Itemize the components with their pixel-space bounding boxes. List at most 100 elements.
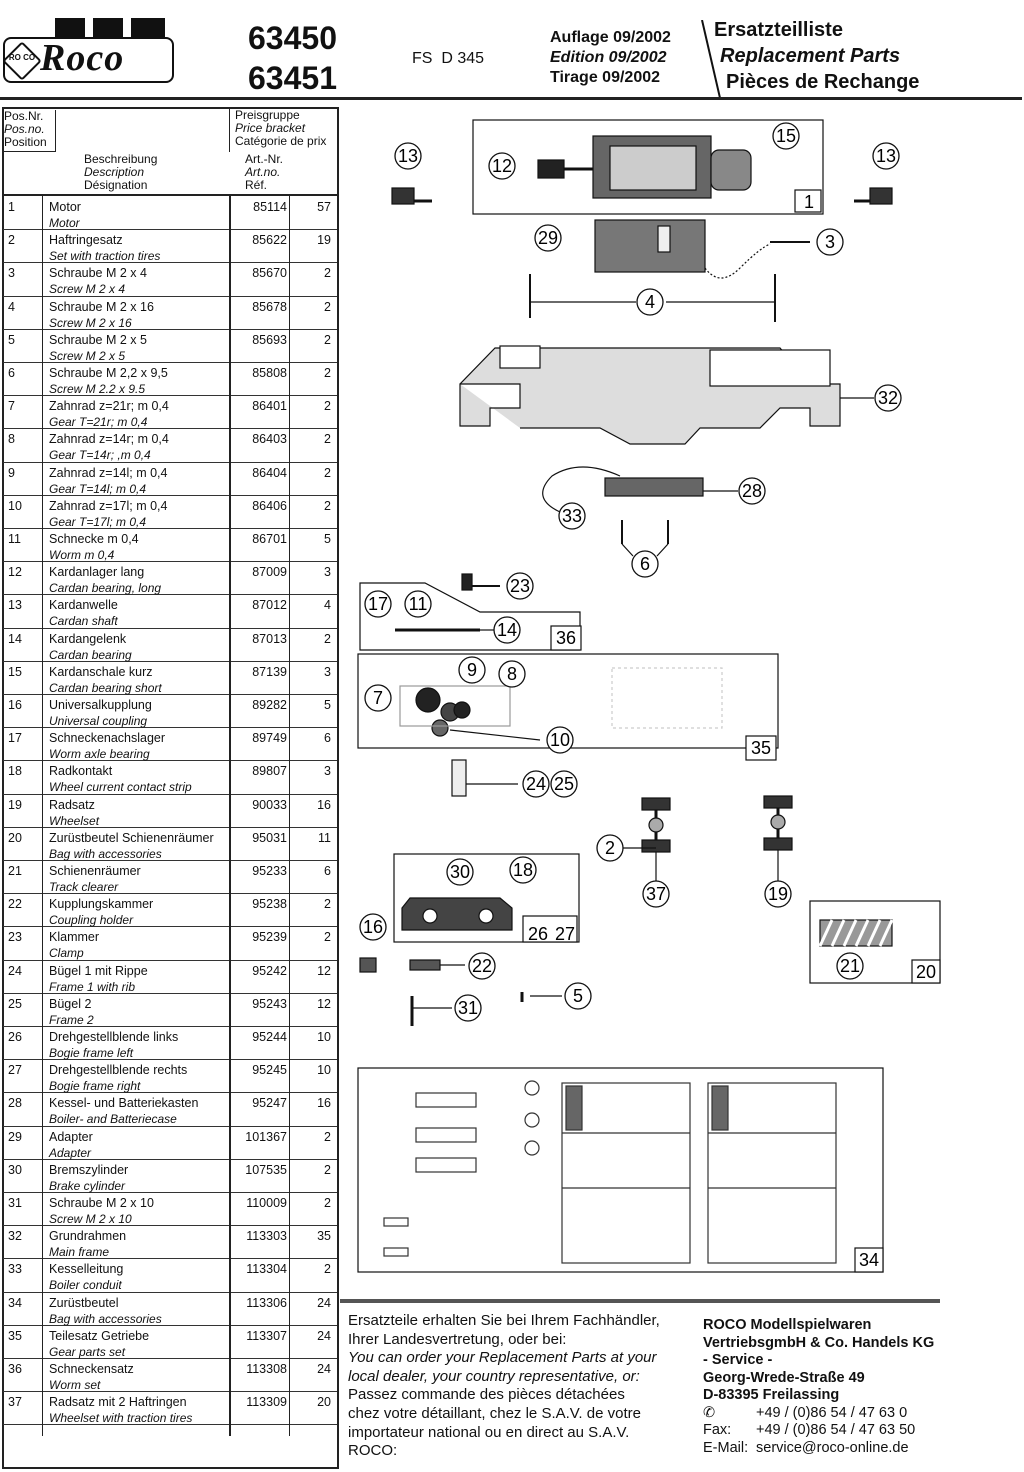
position-number: 23: [8, 930, 22, 945]
cardan-shaft-right: [869, 187, 893, 205]
description-de: Zahnrad z=14l; m 0,4: [49, 465, 168, 480]
company-line: D-83395 Freilassing: [703, 1387, 840, 1403]
worm-set-box: [359, 582, 581, 651]
article-number: 89749: [252, 731, 287, 746]
doc-title-en: Replacement Parts: [720, 45, 901, 67]
company-address: ROCO Modellspielwaren VertriebsgmbH & Co…: [703, 1317, 934, 1457]
gear-14l: [453, 701, 471, 719]
fax-number: +49 / (0)86 54 / 47 63 50: [756, 1422, 916, 1438]
gear-17: [431, 719, 449, 737]
wheelset-19: [763, 795, 793, 851]
callout-number: 7: [373, 688, 383, 708]
description-en: Worm axle bearing: [49, 747, 150, 762]
callout-circle: [359, 913, 387, 941]
callout-number: 6: [640, 554, 650, 574]
article-number: 95245: [252, 1063, 287, 1078]
position-number: 21: [8, 864, 22, 878]
description-de: Radsatz: [49, 797, 95, 812]
callout-circle: [509, 856, 537, 884]
doc-title-fr: Pièces de Rechange: [726, 71, 920, 93]
description-de: Radsatz mit 2 Haftringen: [49, 1395, 187, 1410]
price-bracket: 2: [324, 399, 331, 414]
article-number: 89807: [252, 764, 287, 779]
price-bracket: 5: [324, 698, 331, 712]
header-label: Price bracket: [235, 121, 306, 135]
order-info-line: Passez commande des pièces détachées: [348, 1386, 625, 1404]
description-de: Kardanschale kurz: [49, 664, 153, 679]
article-number: 87012: [252, 598, 287, 613]
position-number: 3: [8, 266, 15, 281]
description-de: Drehgestellblende links: [49, 1030, 179, 1044]
order-info-line: local dealer, your country representativ…: [348, 1367, 640, 1385]
article-number: 85622: [252, 233, 287, 248]
callout-circle: [596, 834, 624, 862]
position-number: 20: [8, 830, 22, 845]
callout-circle: [642, 880, 670, 908]
order-info-line: importateur national ou en direct au S.A…: [348, 1423, 630, 1441]
description-en: Boiler- and Batteriecase: [49, 1112, 177, 1127]
article-number: 85693: [252, 332, 287, 347]
article-number: 95233: [252, 864, 287, 878]
description-en: Cardan bearing, long: [49, 581, 162, 596]
position-number: 13: [8, 598, 22, 613]
description-de: Schraube M 2 x 10: [49, 1196, 154, 1210]
price-bracket: 24: [317, 1328, 331, 1343]
group-label: 34: [859, 1250, 879, 1270]
price-bracket: 2: [324, 299, 331, 314]
accessory-bag-box: [357, 1067, 884, 1273]
doc-title-de: Ersatzteilliste: [714, 19, 843, 41]
header-label: Désignation: [84, 178, 148, 192]
price-bracket: 2: [324, 366, 331, 380]
header-label: Pos.no.: [4, 122, 45, 136]
price-bracket: 10: [317, 1030, 331, 1044]
position-number: 8: [8, 432, 15, 447]
universal-coupling: [359, 957, 377, 973]
price-bracket: 19: [317, 233, 331, 248]
logo-bars: [55, 18, 165, 38]
description-en: Screw M 2 x 10: [49, 1212, 132, 1226]
description-de: Schraube M 2 x 4: [49, 266, 147, 281]
description-en: Wheelset with traction tires: [49, 1411, 193, 1426]
position-number: 36: [8, 1362, 22, 1376]
brand-logo: Roco: [40, 37, 125, 79]
callout-number: 29: [538, 228, 558, 248]
price-bracket: 2: [324, 1196, 331, 1210]
email-link[interactable]: service@roco-online.de: [756, 1439, 909, 1456]
callout-number: 30: [450, 862, 470, 882]
table-rule: [55, 110, 56, 152]
description-de: Zurüstbeutel: [49, 1295, 119, 1310]
position-number: 12: [8, 565, 22, 580]
price-bracket: 10: [317, 1063, 331, 1078]
position-number: 1: [8, 200, 15, 214]
callout-number: 10: [550, 730, 570, 750]
adapter: [594, 219, 706, 273]
article-number: 85808: [252, 366, 287, 380]
callout-number: 11: [409, 594, 428, 614]
table-header-pos: Pos.Nr. Pos.no. Position: [4, 110, 47, 149]
callout-number: 2: [605, 838, 615, 858]
callout-number: 37: [646, 884, 666, 904]
description-en: Wheel current contact strip: [49, 780, 192, 795]
article-number: 63451: [248, 60, 337, 96]
position-number: 28: [8, 1096, 22, 1111]
position-number: 22: [8, 897, 22, 912]
description-en: Cardan bearing: [49, 647, 132, 662]
order-info-line: Ersatzteile erhalten Sie bei Ihrem Fachh…: [348, 1312, 660, 1329]
callout-number: 14: [497, 620, 517, 640]
article-number: 87009: [252, 565, 287, 580]
article-number: 95239: [252, 930, 287, 945]
cardan-shaft-left: [391, 187, 415, 205]
description-en: Adapter: [49, 1145, 92, 1160]
position-number: 5: [8, 332, 15, 347]
callout-circle: [836, 952, 864, 980]
description-en: Screw M 2 x 4: [49, 282, 126, 297]
